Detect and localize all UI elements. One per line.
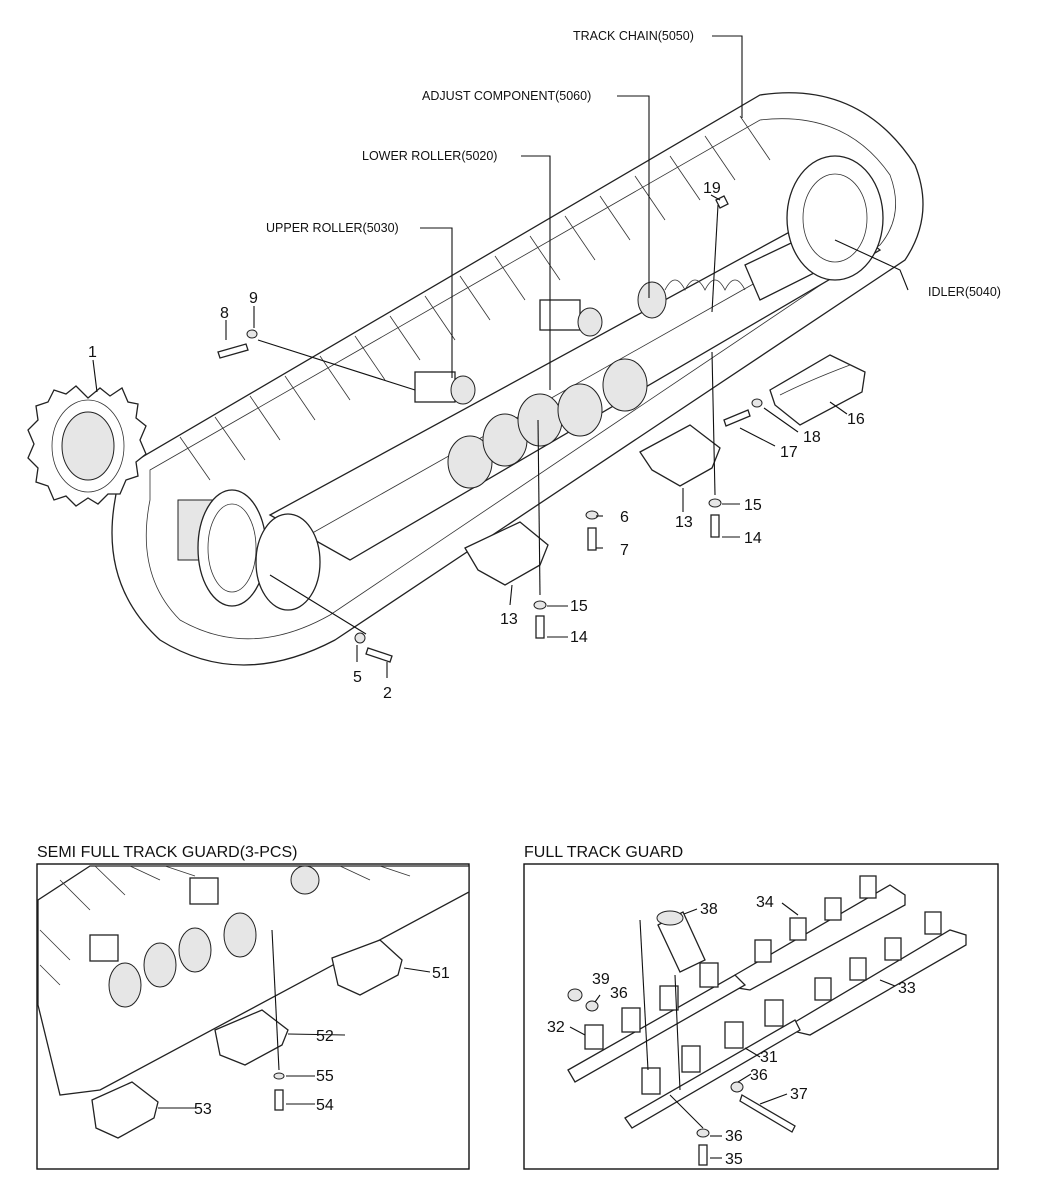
part-number-15-right: 15 [744,497,762,514]
part-number-35: 35 [725,1151,743,1168]
full-guard-leaders [569,902,896,1159]
part-number-37: 37 [790,1086,808,1103]
part-number-9: 9 [249,290,258,307]
part-number-14-left: 14 [570,629,588,646]
part-number-19: 19 [703,180,721,197]
part-number-1: 1 [88,344,97,361]
part-number-36-lower: 36 [725,1128,743,1145]
part-number-14-right: 14 [744,530,762,547]
lower-rollers [447,358,648,489]
idler-callout: IDLER(5040) [928,285,1001,299]
guard-bracket-16 [769,354,866,426]
main-leader-lines [92,35,909,678]
part-number-13-right: 13 [675,514,693,531]
part-number-16: 16 [847,411,865,428]
travel-motor [177,489,321,611]
part-number-54: 54 [316,1097,334,1114]
track-chain-inner [145,118,896,640]
semi-full-guard-title: SEMI FULL TRACK GUARD(3-PCS) [37,844,297,861]
track-shoe-lines [179,115,771,481]
part-number-51: 51 [432,965,450,982]
lower-roller-callout: LOWER ROLLER(5020) [362,149,497,163]
part-number-53: 53 [194,1101,212,1118]
guard-13-right [639,424,721,487]
part-number-18: 18 [803,429,821,446]
part-number-39: 39 [592,971,610,988]
semi-full-guard-panel [36,863,470,1170]
part-number-17: 17 [780,444,798,461]
sprocket [27,385,147,507]
part-number-36-middle: 36 [750,1067,768,1084]
part-number-32: 32 [547,1019,565,1036]
full-guard-drawing [567,875,967,1166]
track-chain-callout: TRACK CHAIN(5050) [573,29,694,43]
part-number-55: 55 [316,1068,334,1085]
fasteners [217,195,763,663]
part-number-38: 38 [700,901,718,918]
part-number-52: 52 [316,1028,334,1045]
part-number-33: 33 [898,980,916,997]
adjust-component-callout: ADJUST COMPONENT(5060) [422,89,591,103]
full-guard-panel [523,863,999,1170]
semi-full-guard-leaders [158,929,431,1109]
part-number-5: 5 [353,669,362,686]
upper-roller-callout: UPPER ROLLER(5030) [266,221,399,235]
part-number-36-upper: 36 [610,985,628,1002]
idler-wheel [786,155,884,281]
part-number-8: 8 [220,305,229,322]
part-number-15-left: 15 [570,598,588,615]
part-number-34: 34 [756,894,774,911]
upper-rollers [414,299,603,405]
part-number-6: 6 [620,509,629,526]
part-number-7: 7 [620,542,629,559]
part-number-2: 2 [383,685,392,702]
part-number-13-left: 13 [500,611,518,628]
part-number-31: 31 [760,1049,778,1066]
main-assembly-drawing [27,35,924,678]
semi-full-guard-drawing [37,865,470,1139]
full-guard-title: FULL TRACK GUARD [524,844,683,861]
